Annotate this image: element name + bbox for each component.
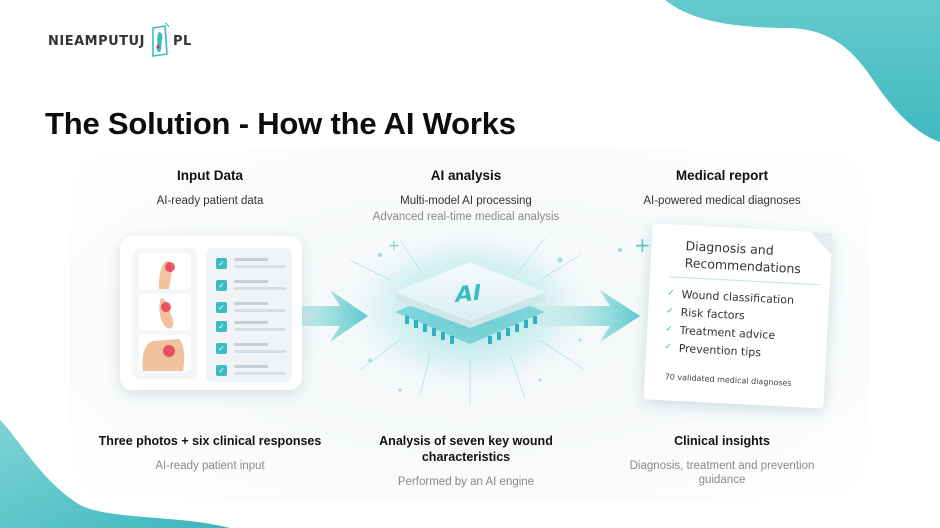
photo-stack: [134, 248, 196, 376]
footer-subtitle: AI-ready patient input: [155, 460, 265, 472]
checklist-row: ✓: [216, 258, 286, 269]
footer-subtitle: Performed by an AI engine: [397, 476, 535, 488]
divider: [669, 276, 820, 286]
logo-text-left: NIEAMPUTUJ: [48, 33, 145, 49]
circuit-lines: [349, 237, 586, 405]
check-icon: ✓: [664, 324, 674, 335]
plus-sparkle-icon: +: [634, 233, 651, 257]
arrow-right-icon: [530, 290, 640, 342]
step-input-header: Input Data AI-ready patient data: [90, 168, 330, 207]
report-title: Diagnosis and Recommendations: [684, 237, 802, 277]
footer-heading: Analysis of seven key wound characterist…: [379, 434, 553, 464]
checkbox-checked-icon: ✓: [216, 343, 227, 354]
checklist-row: ✓: [216, 321, 286, 332]
footer-heading: Clinical insights: [674, 434, 770, 448]
ai-chip-icon: [393, 261, 547, 344]
foot-photo: [139, 335, 191, 371]
checkbox-checked-icon: ✓: [216, 302, 227, 313]
checkbox-checked-icon: ✓: [216, 280, 227, 291]
footer-subtitle: Diagnosis, treatment and prevention guid…: [629, 460, 815, 486]
page-title: The Solution - How the AI Works: [45, 106, 516, 141]
step-report-header: Medical report AI-powered medical diagno…: [602, 168, 842, 207]
clinical-checklist: ✓ ✓ ✓ ✓ ✓ ✓: [206, 248, 292, 382]
step-input-footer: Three photos + six clinical responses AI…: [90, 433, 330, 473]
checkbox-checked-icon: ✓: [216, 365, 227, 376]
step-heading: AI analysis: [430, 168, 502, 183]
check-icon: ✓: [666, 288, 675, 299]
step-subtitle: AI-powered medical diagnoses: [643, 195, 801, 207]
particles: [368, 248, 622, 392]
footer-heading: Three photos + six clinical responses: [98, 434, 322, 448]
checklist-row: ✓: [216, 343, 286, 354]
page-fold: [809, 231, 833, 255]
step-heading: Medical report: [675, 168, 769, 183]
report-item-label: Risk factors: [680, 305, 746, 322]
arrow-right-icon: [260, 290, 368, 342]
report-items: ✓Wound classification ✓Risk factors ✓Tre…: [664, 284, 795, 363]
checkbox-checked-icon: ✓: [216, 258, 227, 269]
patient-input-card: ✓ ✓ ✓ ✓ ✓ ✓: [120, 236, 302, 390]
foot-photo: [139, 253, 191, 289]
checkbox-checked-icon: ✓: [216, 321, 227, 332]
checklist-row: ✓: [216, 280, 286, 291]
foot-phone-logo-icon: [152, 22, 170, 57]
foot-photo: [139, 294, 191, 330]
step-report-footer: Clinical insights Diagnosis, treatment a…: [602, 433, 842, 487]
checklist-row: ✓: [216, 365, 286, 376]
step-analysis-footer: Analysis of seven key wound characterist…: [346, 433, 586, 489]
svg-text:+: +: [388, 238, 400, 254]
step-subtitle: AI-ready patient data: [156, 195, 264, 207]
step-heading: Input Data: [177, 168, 243, 183]
check-icon: ✓: [665, 306, 674, 317]
brand-logo: NIEAMPUTUJ PL: [48, 22, 192, 60]
step-analysis-header: AI analysis Multi-model AI processing Ad…: [346, 168, 586, 223]
medical-report-card: Diagnosis and Recommendations ✓Wound cla…: [643, 223, 833, 409]
step-subtitle: Multi-model AI processing: [400, 195, 532, 207]
step-subtitle-secondary: Advanced real-time medical analysis: [372, 211, 560, 223]
checklist-row: ✓: [216, 302, 286, 313]
check-icon: ✓: [664, 342, 673, 353]
report-item-label: Prevention tips: [678, 341, 762, 359]
logo-text-right: PL: [172, 33, 192, 49]
report-footer: 70 validated medical diagnoses: [664, 372, 792, 388]
